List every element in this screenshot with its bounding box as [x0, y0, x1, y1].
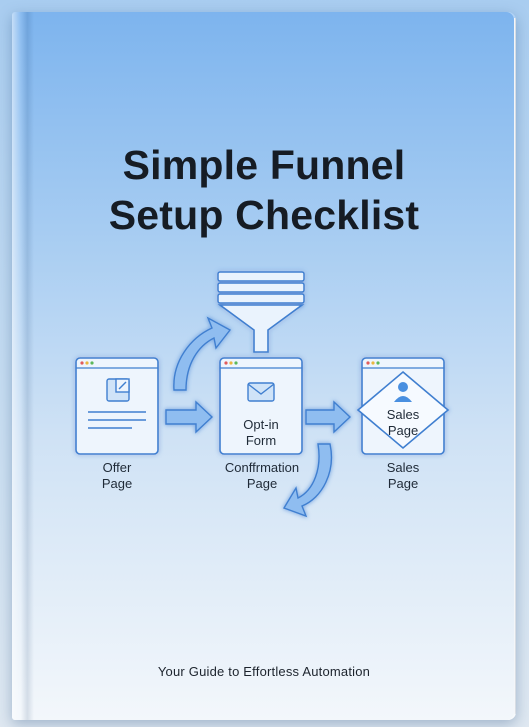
arrow-right-icon [165, 400, 214, 434]
confirmation-label-line-2: Page [246, 476, 278, 491]
curved-arrow-icon [173, 316, 232, 391]
sales-page-window [356, 357, 450, 455]
book-title: Simple Funnel Setup Checklist [12, 140, 516, 240]
offer-page-window [75, 357, 159, 455]
user-icon [394, 382, 412, 402]
offer-label-line-1: Offer [102, 460, 132, 475]
sales-label-line-1: Sales [386, 460, 420, 475]
title-line-2: Setup Checklist [108, 192, 420, 238]
confirmation-page-label: Conffrmation Page [202, 460, 322, 492]
envelope-icon [247, 382, 275, 402]
document-icon [106, 378, 130, 402]
arrow-right-icon [305, 400, 352, 434]
sales-page-inner-text: Sales Page [363, 407, 443, 439]
sales-inner-line-2: Page [387, 423, 419, 438]
offer-label-line-2: Page [101, 476, 133, 491]
title-line-1: Simple Funnel [122, 142, 406, 188]
sales-page-label: Sales Page [343, 460, 463, 492]
confirmation-label-line-1: Conffrmation [224, 460, 300, 475]
optin-form-text: Opt-in Form [221, 417, 301, 449]
page-edges [514, 18, 516, 714]
funnel-icon [217, 271, 305, 353]
sales-label-line-2: Page [387, 476, 419, 491]
optin-form-window [219, 357, 303, 455]
funnel-diagram [75, 271, 450, 518]
optin-inner-line-2: Form [245, 433, 277, 448]
curved-arrow-icon [282, 443, 332, 518]
book-subtitle: Your Guide to Effortless Automation [157, 664, 371, 679]
sales-inner-line-1: Sales [386, 407, 420, 422]
offer-page-label: Offer Page [57, 460, 177, 492]
book-cover: Simple Funnel Setup Checklist [12, 12, 516, 720]
book-spine [12, 12, 34, 720]
optin-inner-line-1: Opt-in [243, 417, 279, 432]
